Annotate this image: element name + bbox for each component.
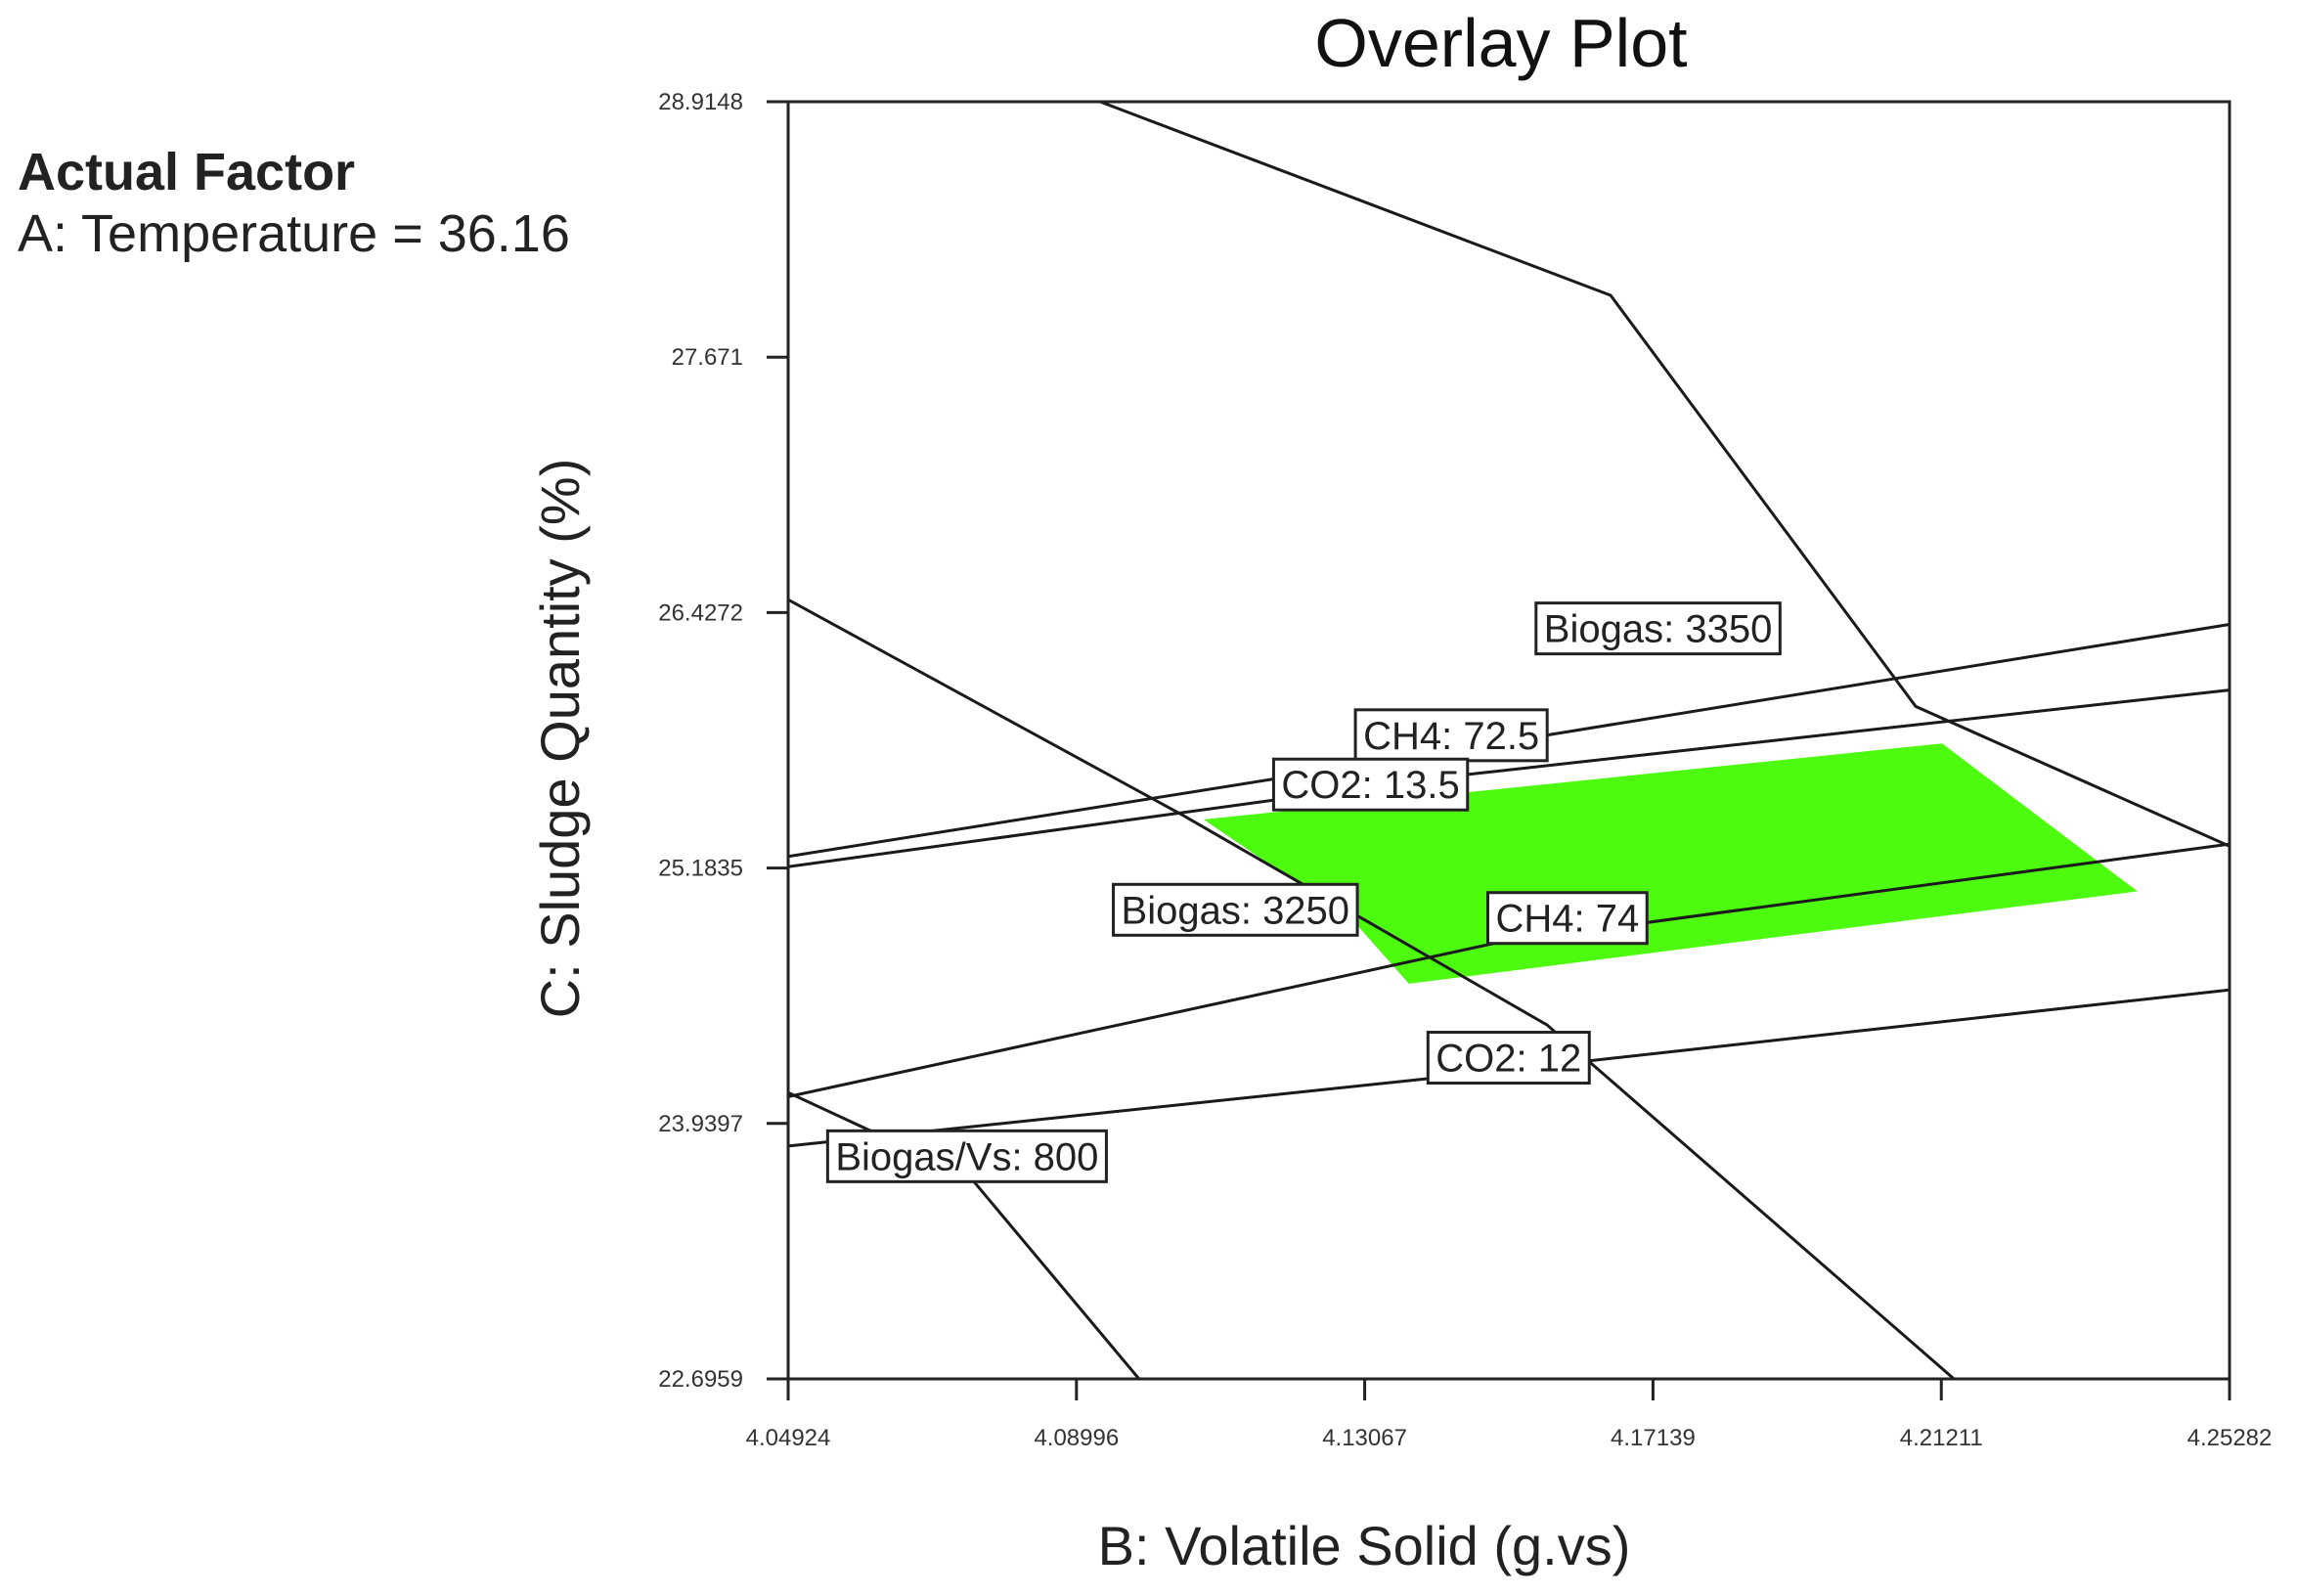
svg-text:CH4: 74: CH4: 74	[1496, 898, 1640, 941]
contour-label-0: Biogas: 3350	[1534, 601, 1782, 656]
contour-label-4: CH4: 74	[1486, 891, 1649, 946]
contour-label-6: Biogas/Vs: 800	[825, 1129, 1108, 1183]
y-tick-label-5: 28.9148	[658, 89, 743, 115]
x-tick-label-3: 4.17139	[1611, 1425, 1696, 1451]
y-tick-label-0: 22.6959	[658, 1366, 743, 1393]
actual-factor-heading: Actual Factor	[18, 143, 356, 201]
contour-line-0	[1099, 102, 2230, 848]
plot-frame	[786, 100, 2231, 1381]
axis-ticks-layer: 4.04924 4.08996 4.13067 4.17139 4.21211 4.252…	[658, 89, 2272, 1451]
y-tick-label-1: 23.9397	[658, 1111, 743, 1137]
x-tick-label-0: 4.04924	[746, 1425, 831, 1451]
svg-text:CO2: 12: CO2: 12	[1436, 1038, 1581, 1081]
x-tick-label-5: 4.25282	[2187, 1425, 2273, 1451]
svg-text:Biogas/Vs: 800: Biogas/Vs: 800	[835, 1135, 1098, 1178]
contour-line-1	[788, 598, 1956, 1379]
chart-title: Overlay Plot	[1314, 5, 1687, 81]
x-tick-label-1: 4.08996	[1034, 1425, 1119, 1451]
svg-text:CO2: 13.5: CO2: 13.5	[1281, 764, 1459, 807]
contour-label-2: CH4: 72.5	[1353, 708, 1549, 763]
y-tick-label-2: 25.1835	[658, 856, 743, 882]
actual-factor-value: A: Temperature = 36.16	[18, 204, 570, 263]
svg-text:CH4: 72.5: CH4: 72.5	[1363, 715, 1539, 758]
y-tick-label-4: 27.671	[672, 344, 743, 371]
x-tick-label-2: 4.13067	[1322, 1425, 1407, 1451]
y-axis-title: C: Sludge Quantity (%)	[529, 459, 591, 1019]
svg-text:Biogas: 3250: Biogas: 3250	[1122, 889, 1350, 932]
y-tick-label-3: 26.4272	[658, 599, 743, 626]
actual-factor-panel: Actual Factor A: Temperature = 36.16	[18, 143, 570, 266]
x-tick-label-4: 4.21211	[1900, 1425, 1983, 1451]
x-axis-title: B: Volatile Solid (g.vs)	[1098, 1515, 1631, 1576]
svg-text:Biogas: 3350: Biogas: 3350	[1544, 608, 1773, 651]
contour-label-5: CO2: 12	[1426, 1031, 1591, 1086]
contour-label-3: CO2: 13.5	[1271, 757, 1470, 812]
contour-label-1: Biogas: 3250	[1112, 882, 1359, 937]
